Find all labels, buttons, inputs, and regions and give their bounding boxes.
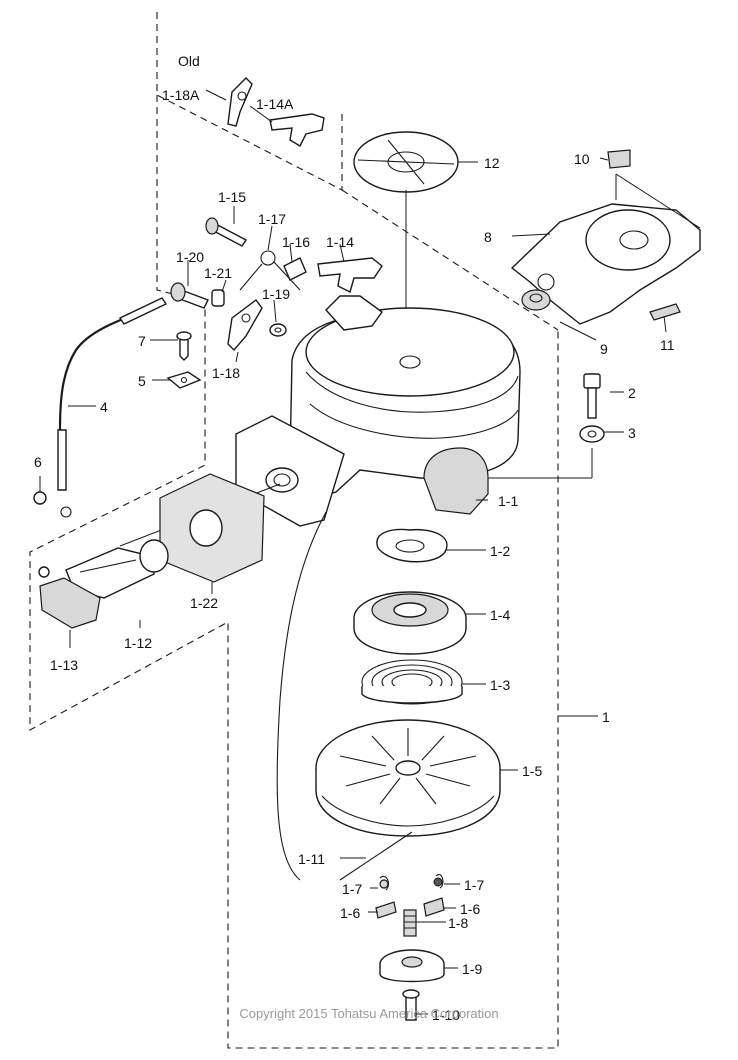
part-1-13-grip-insert <box>39 577 101 629</box>
part-1-11-rope <box>276 511 413 881</box>
part-3-washer <box>488 425 605 479</box>
label-1-18A: 1-18A <box>162 87 200 103</box>
label-1-7-right: 1-7 <box>464 877 485 893</box>
label-1-21: 1-21 <box>204 265 233 281</box>
label-1-22: 1-22 <box>190 595 219 611</box>
label-1-6-left: 1-6 <box>340 905 361 921</box>
part-9-grommet <box>521 289 551 311</box>
label-1: 1 <box>602 709 610 725</box>
part-1-2-plate <box>376 528 448 563</box>
label-5: 5 <box>138 373 146 389</box>
label-4: 4 <box>100 399 108 415</box>
label-6: 6 <box>34 454 42 470</box>
part-1-15-screw <box>205 217 248 247</box>
leader-lines <box>39 89 667 1015</box>
part-1-16-pin <box>283 257 307 281</box>
label-7: 7 <box>138 333 146 349</box>
label-12: 12 <box>484 155 500 171</box>
part-1-20-bolt <box>170 282 209 309</box>
label-1-19: 1-19 <box>262 286 291 302</box>
label-1-14: 1-14 <box>326 234 355 250</box>
label-1-3: 1-3 <box>490 677 511 693</box>
part-7-screw <box>176 331 192 361</box>
label-1-11: 1-11 <box>298 851 325 867</box>
part-1-7-springs <box>379 874 444 891</box>
part-1-18-lever <box>227 299 263 352</box>
part-1-22-gasket <box>159 473 265 583</box>
part-1-9-pulley <box>379 949 445 983</box>
copyright-notice: Copyright 2015 Tohatsu America Corporati… <box>239 1006 499 1021</box>
part-2-bolt <box>583 373 601 419</box>
part-1-6-pawls <box>375 897 445 919</box>
label-9: 9 <box>600 341 608 357</box>
part-4-cable <box>57 297 168 518</box>
label-1-9: 1-9 <box>462 961 483 977</box>
part-1-19-washer <box>269 323 287 337</box>
part-1-4-spring-case <box>353 591 467 655</box>
label-1-18: 1-18 <box>212 365 241 381</box>
label-11: 11 <box>660 337 675 353</box>
label-10: 10 <box>574 151 590 167</box>
label-1-10: 1-10 <box>432 1007 461 1023</box>
label-1-12: 1-12 <box>124 635 153 651</box>
part-10-grommet <box>607 149 631 169</box>
part-1-8-spring <box>403 909 417 937</box>
part-1-10-bolt <box>402 989 420 1021</box>
part-1-3-spring <box>361 659 463 705</box>
old-parts-label: Old <box>178 53 200 69</box>
label-1-14A: 1-14A <box>256 96 294 112</box>
part-1-5-reel <box>315 719 501 837</box>
label-1-8: 1-8 <box>448 915 469 931</box>
label-1-13: 1-13 <box>50 657 79 673</box>
label-1-7-left: 1-7 <box>342 881 363 897</box>
part-1-14A-old-pawl <box>269 113 325 147</box>
part-1-21-collar <box>211 289 225 307</box>
part-8-cover <box>510 173 701 325</box>
label-1-16: 1-16 <box>282 234 311 250</box>
label-1-6-right: 1-6 <box>460 901 481 917</box>
label-2: 2 <box>628 385 636 401</box>
label-1-1: 1-1 <box>498 493 519 509</box>
label-3: 3 <box>628 425 636 441</box>
label-1-17: 1-17 <box>258 211 287 227</box>
label-1-20: 1-20 <box>176 249 205 265</box>
label-8: 8 <box>484 229 492 245</box>
label-1-5: 1-5 <box>522 763 543 779</box>
label-1-2: 1-2 <box>490 543 511 559</box>
part-1-17-spring <box>239 250 301 291</box>
part-11-label <box>649 303 681 321</box>
part-1-14-pawl <box>317 257 383 294</box>
part-6-clip <box>33 491 47 505</box>
part-1-18A-old-lever <box>227 77 253 127</box>
part-5-plate <box>166 371 202 389</box>
label-1-15: 1-15 <box>218 189 247 205</box>
label-1-4: 1-4 <box>490 607 511 623</box>
